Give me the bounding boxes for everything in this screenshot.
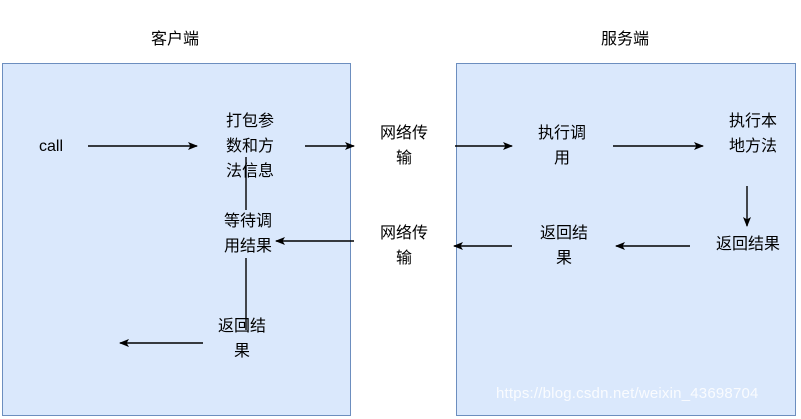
node-call: call — [38, 138, 63, 155]
client-panel — [2, 63, 351, 416]
node-return-result-client: 返回结 果 — [217, 318, 266, 360]
node-return-result-middle: 返回结 果 — [539, 225, 588, 267]
client-panel-title: 客户端 — [150, 31, 199, 48]
node-network-transmission-request: 网络传 输 — [379, 125, 428, 167]
watermark-url: https://blog.csdn.net/weixin_43698704 — [496, 385, 759, 402]
node-wait-for-result: 等待调 用结果 — [223, 213, 272, 255]
node-network-transmission-response: 网络传 输 — [379, 225, 428, 267]
server-panel-title: 服务端 — [600, 31, 649, 48]
server-panel — [456, 63, 796, 416]
node-execute-invoke: 执行调 用 — [537, 125, 586, 167]
node-return-result-server: 返回结果 — [715, 236, 780, 253]
node-pack-args: 打包参 数和方 法信息 — [225, 113, 274, 180]
node-execute-local-method: 执行本 地方法 — [728, 113, 777, 155]
